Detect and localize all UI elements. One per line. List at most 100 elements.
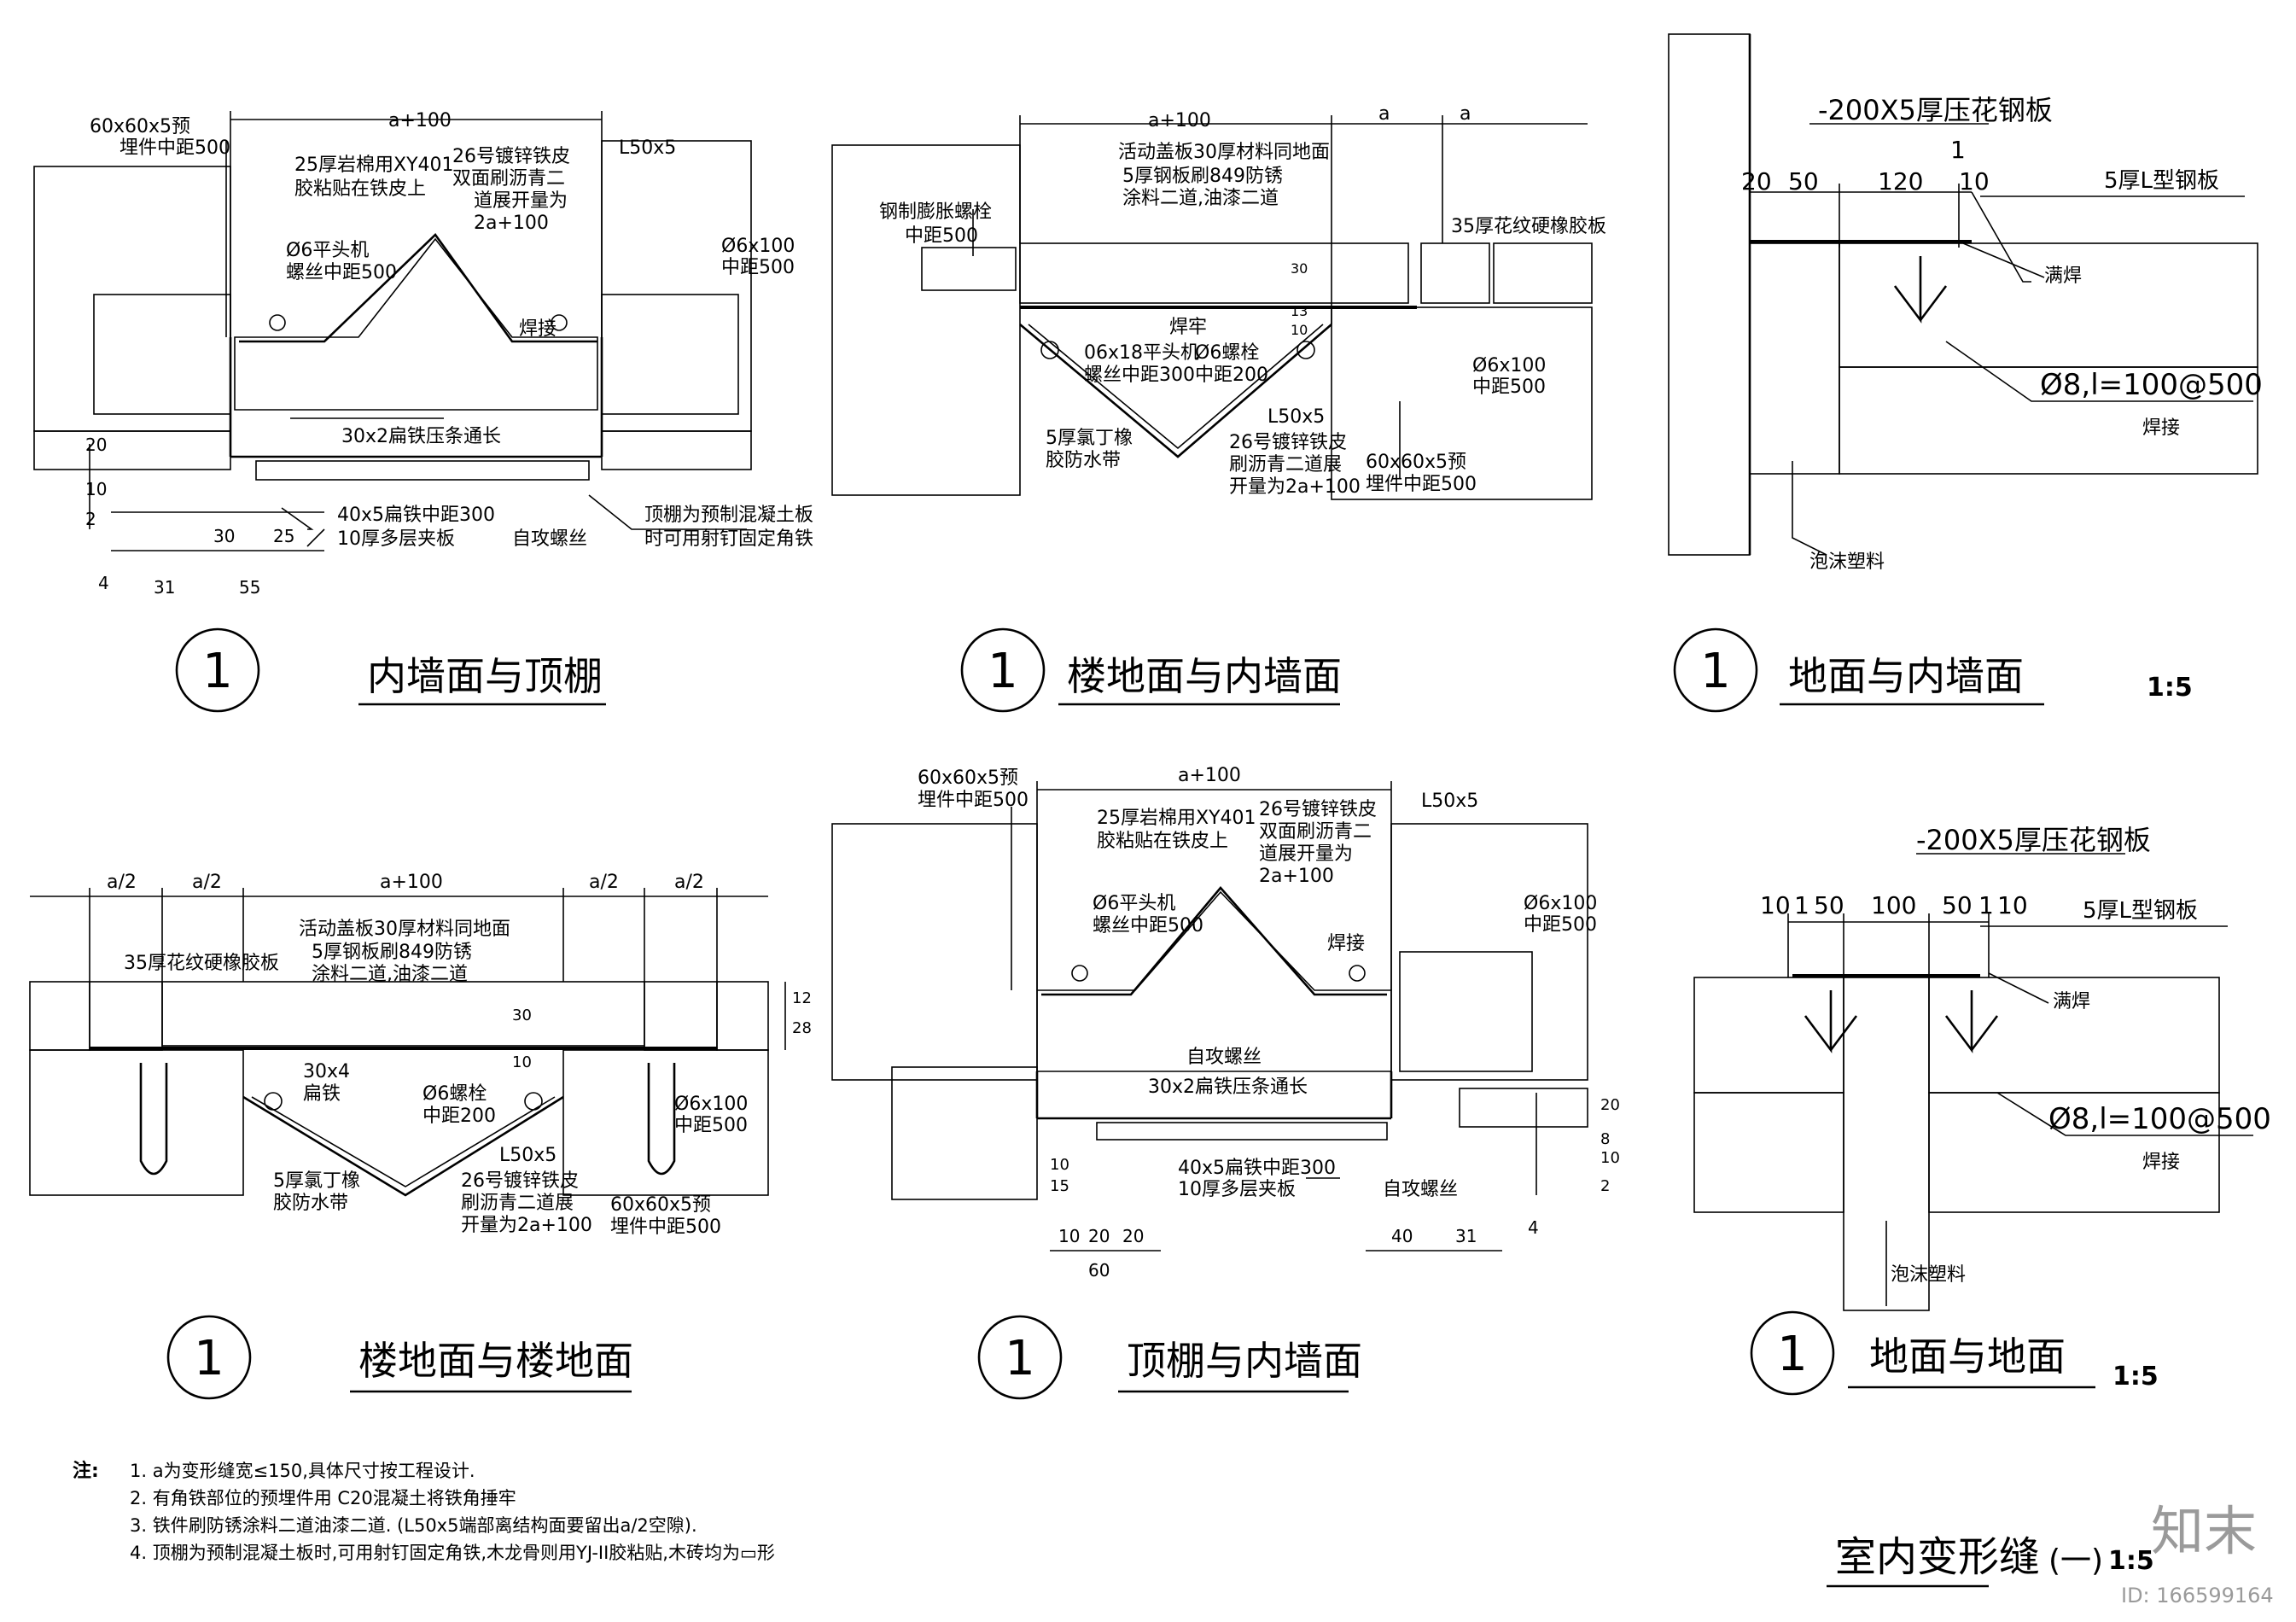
rubber-label: 35厚花纹硬橡胶板: [1451, 216, 1606, 237]
dim-side: 28: [792, 1019, 812, 1037]
anchor-rebar: [1893, 256, 1922, 324]
dim-text: 1: [1978, 891, 1994, 919]
notes-heading: 注:: [73, 1460, 99, 1482]
ceiling-note-label: 顶棚为预制混凝土板: [644, 505, 813, 526]
rubber-left: [89, 981, 163, 1051]
dim-text: 50: [1788, 167, 1819, 195]
index-number: 1: [1005, 1331, 1035, 1386]
sheet-metal-label: 26号镀锌铁皮: [461, 1170, 579, 1192]
dim-top: a/2: [589, 872, 619, 893]
anchor-label: Ø6x100: [1472, 355, 1546, 376]
bolt: [1297, 341, 1315, 359]
detail-title: 地面与内墙面: [1788, 653, 2024, 699]
floor-left-hatch: [831, 144, 1021, 496]
cover-plate: [1019, 242, 1409, 304]
dim-top: a+100: [380, 872, 443, 893]
sheet-metal-label-3: 道展开量为: [1259, 843, 1353, 865]
watermark-id: ID: 166599164: [2121, 1584, 2274, 1607]
sheet-title-block: 室内变形缝 (一) 1:5: [1827, 1533, 2154, 1588]
bolt: [264, 1092, 283, 1111]
embed-box-right: [601, 294, 739, 415]
dim-text: 4: [98, 573, 109, 593]
sheet-metal-label-2: 刷沥青二道展: [461, 1193, 574, 1214]
dim-text: 13: [1291, 303, 1308, 319]
dim-text: 55: [239, 577, 260, 598]
rockwool-label: 25厚岩棉用XY401: [1097, 808, 1256, 829]
sheet-metal-label-3: 开量为2a+100: [461, 1215, 592, 1236]
width-dim-label: a+100: [1148, 110, 1211, 131]
bolt-label: Ø6螺栓: [1195, 342, 1259, 364]
dim-bottom: 60: [1088, 1260, 1110, 1281]
embed-plate-label-2: 埋件中距500: [610, 1216, 721, 1238]
index-circle: [166, 1315, 252, 1400]
plywood-label: 10厚多层夹板: [337, 528, 455, 550]
steel-plate-label-2: 涂料二道,油漆二道: [1122, 188, 1279, 209]
note-item: 1. a为变形缝宽≤150,具体尺寸按工程设计.: [130, 1461, 475, 1481]
angle-label: L50x5: [1267, 406, 1325, 428]
index-number: 1: [988, 644, 1018, 699]
dim-side: 10: [512, 1053, 532, 1071]
embed-box-left: [93, 294, 231, 415]
detail-ceiling-wall: 60x60x5预 埋件中距500 a+100 L50x5 25厚岩棉用XY401…: [831, 765, 1620, 1400]
screed-right: [716, 981, 769, 1051]
plate-label: -200X5厚压花钢板: [1818, 94, 2053, 126]
watermark: 知末 ID: 166599164: [2121, 1500, 2274, 1607]
dim-text: 2: [85, 509, 96, 529]
dim-text: 20: [85, 435, 107, 455]
rockwool-label-2: 胶粘贴在铁皮上: [294, 178, 426, 200]
sheet-metal-label-3: 开量为2a+100: [1229, 476, 1361, 498]
embed-plate-label-2: 埋件中距500: [119, 137, 230, 159]
flat-bar-label: 40x5扁铁中距300: [337, 505, 495, 526]
dim-text: 50: [1942, 891, 1973, 919]
bolt-label-2: 中距200: [1195, 365, 1268, 386]
detail-title: 楼地面与内墙面: [1067, 653, 1342, 699]
sheet-metal-line: [239, 233, 597, 343]
rockwool-zigzag: [234, 237, 598, 411]
width-dim-label: a+100: [1178, 765, 1241, 786]
rebar-weld-label: 焊接: [2142, 417, 2180, 439]
angle-label: L50x5: [619, 137, 676, 159]
cover-label: 活动盖板30厚材料同地面: [299, 919, 510, 940]
sheet-metal-line: [1041, 886, 1387, 996]
cover-label: 活动盖板30厚材料同地面: [1118, 142, 1330, 163]
screw-label: Ø6平头机: [1093, 893, 1175, 914]
note-item: 3. 铁件刷防锈涂料二道油漆二道. (L50x5端部离结构面要留出a/2空隙).: [130, 1515, 697, 1536]
dim-text: 50: [1814, 891, 1844, 919]
scale-label: 1:5: [2147, 673, 2193, 703]
detail-floor-floor: a/2 a/2 a+100 a/2 a/2 活动盖板30厚材料同地面 5厚钢板刷…: [29, 872, 812, 1400]
rubber-label: 35厚花纹硬橡胶板: [124, 953, 279, 974]
plywood-label: 10厚多层夹板: [1178, 1179, 1296, 1200]
steel-plate-label: 5厚钢板刷849防锈: [312, 942, 472, 963]
cover-plate: [161, 981, 645, 1047]
dim-side: 30: [512, 1006, 532, 1024]
dim-text: 30: [213, 526, 235, 546]
screw-label: 06x18平头机: [1084, 342, 1199, 364]
embed-plate-label-2: 埋件中距500: [1366, 474, 1477, 495]
plate-label: -200X5厚压花钢板: [1916, 824, 2151, 856]
foam-label: 泡沫塑料: [1891, 1264, 1966, 1286]
detail-floor-wall: a+100 a a 活动盖板30厚材料同地面 5厚钢板刷849防锈 涂料二道,油…: [831, 103, 1606, 713]
sheet-title-suffix: (一): [2048, 1543, 2103, 1578]
sheet-metal-label-3: 道展开量为: [474, 190, 568, 212]
sheet-metal-label-4: 2a+100: [1259, 866, 1334, 887]
screw-label-2: 螺丝中距500: [286, 262, 397, 283]
sheet-metal-label: 26号镀锌铁皮: [1259, 799, 1377, 820]
anchor-label: Ø6x100: [1524, 893, 1597, 914]
rubber-right: [644, 981, 718, 1051]
self-tap-label: 自攻螺丝: [1186, 1047, 1262, 1068]
floor-left-hatch: [29, 1049, 244, 1196]
index-number: 1: [1777, 1327, 1808, 1382]
foam-block: [1749, 242, 1840, 475]
index-circle: [175, 627, 260, 713]
rebar-label: Ø8,l=100@500: [2048, 1102, 2271, 1136]
note-item: 2. 有角铁部位的预埋件用 C20混凝土将铁角捶牢: [130, 1488, 516, 1508]
rebar-weld-label: 焊接: [2142, 1152, 2180, 1173]
dim-bottom: 4: [1528, 1217, 1539, 1238]
dim-text: 10: [1997, 891, 2028, 919]
slab-left-bottom: [1693, 1092, 1844, 1213]
bolt: [1040, 341, 1059, 359]
index-circle: [1673, 627, 1758, 713]
dim-side: 10: [1050, 1156, 1069, 1174]
embed-box-right: [1399, 951, 1533, 1072]
